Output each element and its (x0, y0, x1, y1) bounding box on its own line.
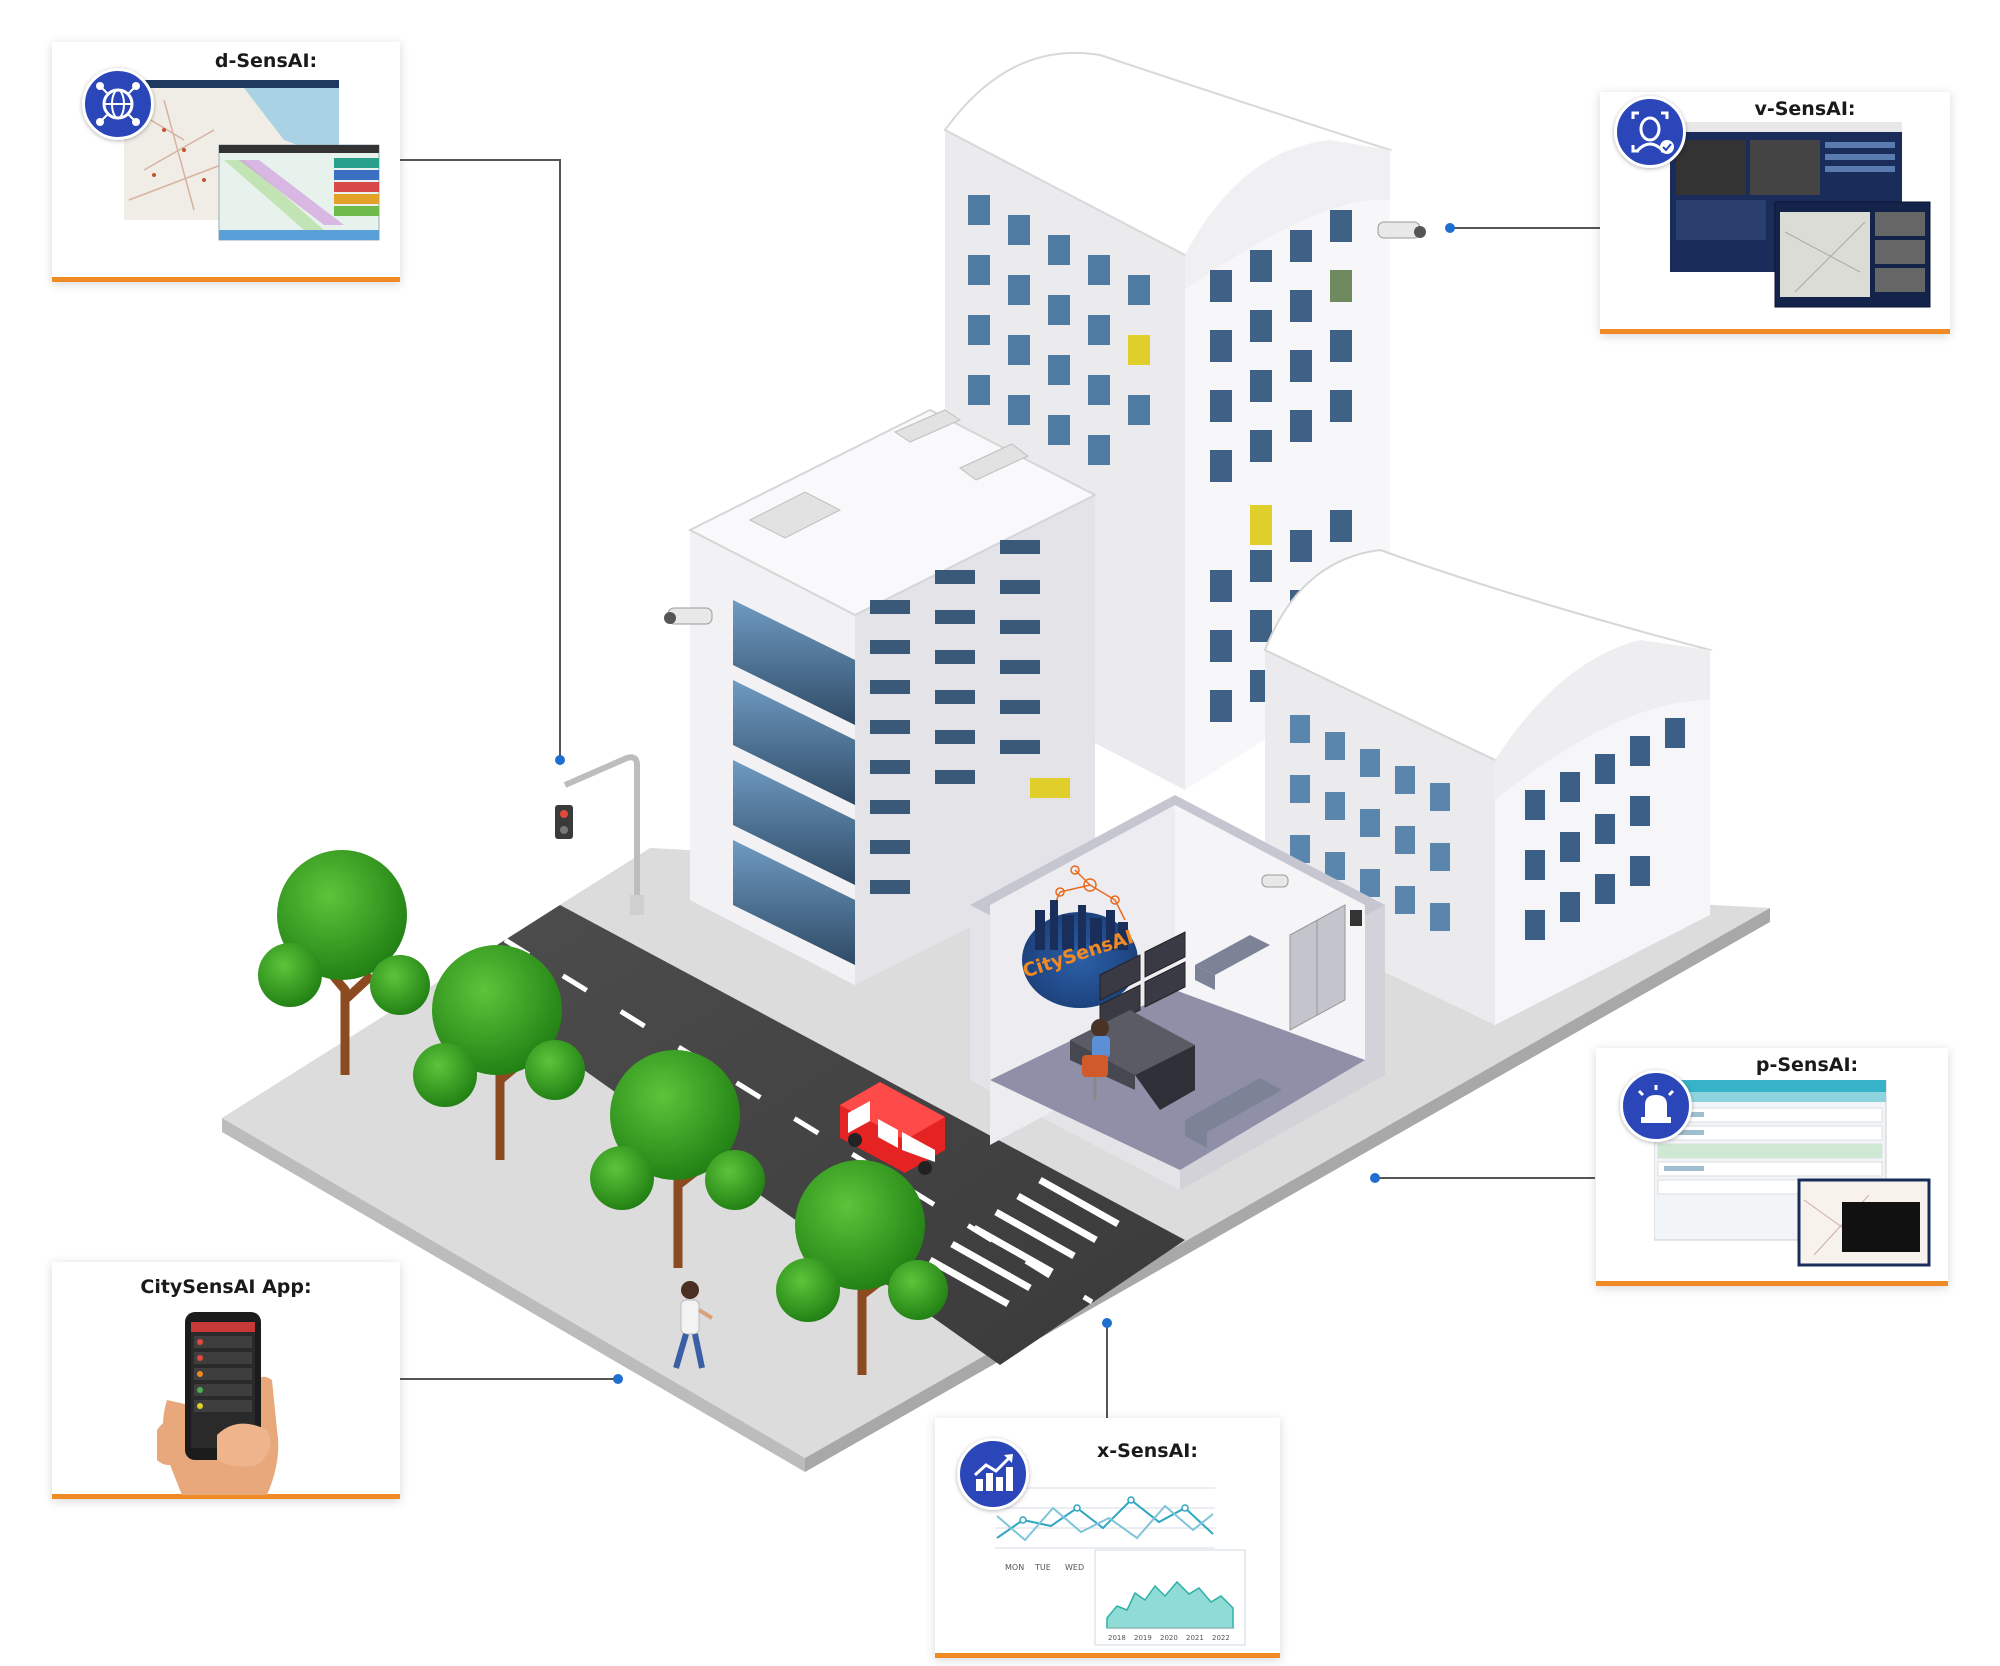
pedestrian (673, 1281, 714, 1369)
trees (258, 850, 948, 1375)
d-sensai-title: d-SensAI: (214, 50, 318, 72)
connector-lines (400, 159, 1600, 1418)
x-axis-year-label: 2018 (1108, 1634, 1126, 1642)
p-sensai-title: p-SensAI: (1755, 1054, 1859, 1076)
right-building (1263, 548, 1713, 1025)
d-sensai-screenshot (124, 80, 394, 241)
tree (590, 1050, 765, 1268)
security-camera-icon (1261, 874, 1289, 888)
x-axis-year-label: 2021 (1186, 1634, 1204, 1642)
security-camera-icon (664, 607, 713, 625)
road (450, 905, 1185, 1365)
x-sensai-title: x-SensAI: (1097, 1440, 1198, 1462)
tree (258, 850, 430, 1075)
citysensai-app-card[interactable]: CitySensAI App: (52, 1262, 400, 1499)
x-sensai-line-chart: MON TUE WED 2018 2019 2020 2021 2022 (985, 1478, 1275, 1653)
network-globe-icon (82, 68, 154, 140)
crosswalk (928, 1176, 1120, 1308)
operator-figure (1082, 1019, 1110, 1100)
p-sensai-card[interactable]: p-SensAI: (1596, 1048, 1948, 1286)
face-recognition-icon (1614, 96, 1686, 168)
security-camera-icon (1377, 221, 1426, 239)
monitor-wall (1099, 931, 1186, 1031)
x-axis-day-label: WED (1065, 1563, 1084, 1572)
v-sensai-title: v-SensAI: (1754, 98, 1856, 120)
control-room: CitySensAI (970, 795, 1385, 1190)
x-sensai-card[interactable]: x-SensAI: MON TUE WED 2018 2019 2020 20 (935, 1418, 1280, 1658)
v-sensai-card[interactable]: v-SensAI: (1600, 92, 1950, 334)
waiting-bench (1185, 935, 1282, 1148)
middle-building (664, 408, 1098, 985)
app-phone-illustration (157, 1310, 297, 1495)
red-van (840, 1082, 945, 1175)
connector-d-sensai (400, 159, 561, 760)
x-sensai-area-chart: 2018 2019 2020 2021 2022 (1094, 1549, 1246, 1646)
tree (413, 945, 585, 1160)
rooftop-vents (748, 409, 1029, 539)
analytics-chart-icon (957, 1438, 1029, 1510)
traffic-light (555, 754, 644, 915)
elevator-door (1289, 904, 1362, 1031)
x-axis-year-label: 2022 (1212, 1634, 1230, 1642)
v-sensai-screenshot (1670, 122, 1935, 312)
x-axis-year-label: 2019 (1134, 1634, 1152, 1642)
alarm-beacon-icon (1620, 1070, 1692, 1142)
p-sensai-screenshot (1653, 1079, 1939, 1270)
app-title: CitySensAI App: (140, 1276, 312, 1298)
connector-dots (555, 223, 1455, 1384)
x-axis-day-label: MON (1005, 1563, 1024, 1572)
x-axis-day-label: TUE (1034, 1563, 1051, 1572)
x-axis-year-label: 2020 (1160, 1634, 1178, 1642)
tree (776, 1160, 948, 1375)
d-sensai-card[interactable]: d-SensAI: (52, 42, 400, 282)
